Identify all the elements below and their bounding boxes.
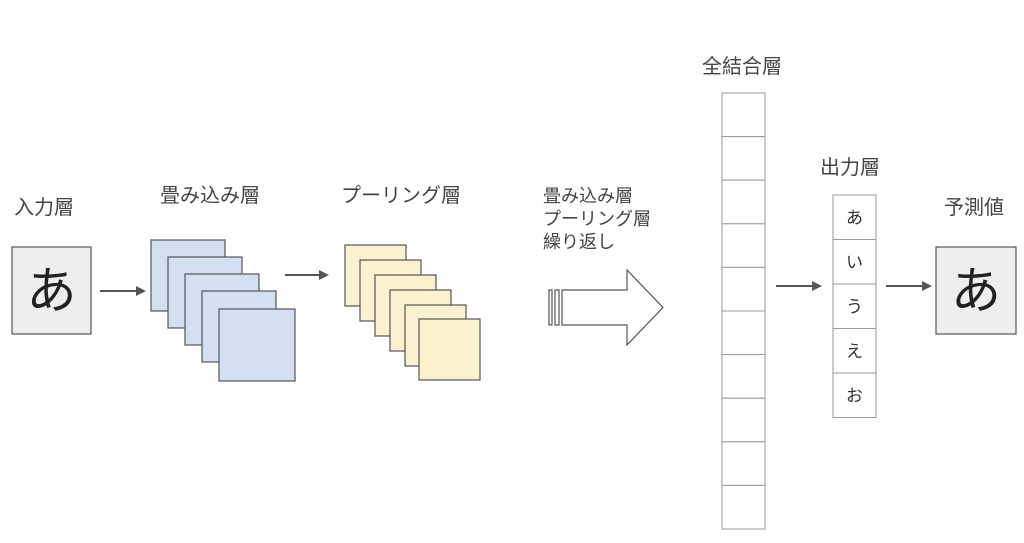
fc-layer-column [721,92,766,530]
output-cell [832,372,877,418]
pool-map-6 [418,318,481,381]
fc-cell [721,397,766,443]
big-repeat-arrow [548,268,664,347]
prediction-character: あ [951,262,1001,320]
arrow-body [561,268,664,347]
repeat-note-line3: 繰り返し [543,232,615,253]
arrow-stripe-1 [548,289,553,326]
output-class-label: う [846,297,863,317]
output-class-label: い [846,253,863,273]
conv-layer-label: 畳み込み層 [160,183,260,207]
fc-cell [721,354,766,399]
fc-cell [721,441,766,486]
input-character: あ [27,262,77,320]
pooling-layer-label: プーリング層 [341,183,461,207]
conv-feature-maps [150,239,296,382]
fc-cell [721,223,766,268]
prediction-label: 予測値 [944,195,1004,219]
output-cell [832,239,877,285]
output-cell [832,328,877,374]
output-layer-label: 出力層 [820,155,880,179]
fc-cell [721,266,766,312]
output-class-label: お [846,386,863,406]
repeat-note-line1: 畳み込み層 [543,186,633,207]
conv-map-5 [218,308,296,382]
fc-cell [721,136,766,181]
repeat-note-line2: プーリング層 [543,209,651,230]
pool-feature-maps [344,244,481,381]
fc-cell [721,484,766,530]
input-layer-label: 入力層 [14,195,74,219]
fc-cell [721,310,766,356]
output-class-label: あ [846,208,863,228]
output-class-label: え [846,342,863,362]
fc-cell [721,92,766,138]
output-cell [832,283,877,329]
input-box [11,246,92,335]
arrow-stripe-2 [554,289,560,326]
prediction-box [935,246,1017,335]
fc-cell [721,179,766,225]
fc-layer-label: 全結合層 [702,54,782,78]
